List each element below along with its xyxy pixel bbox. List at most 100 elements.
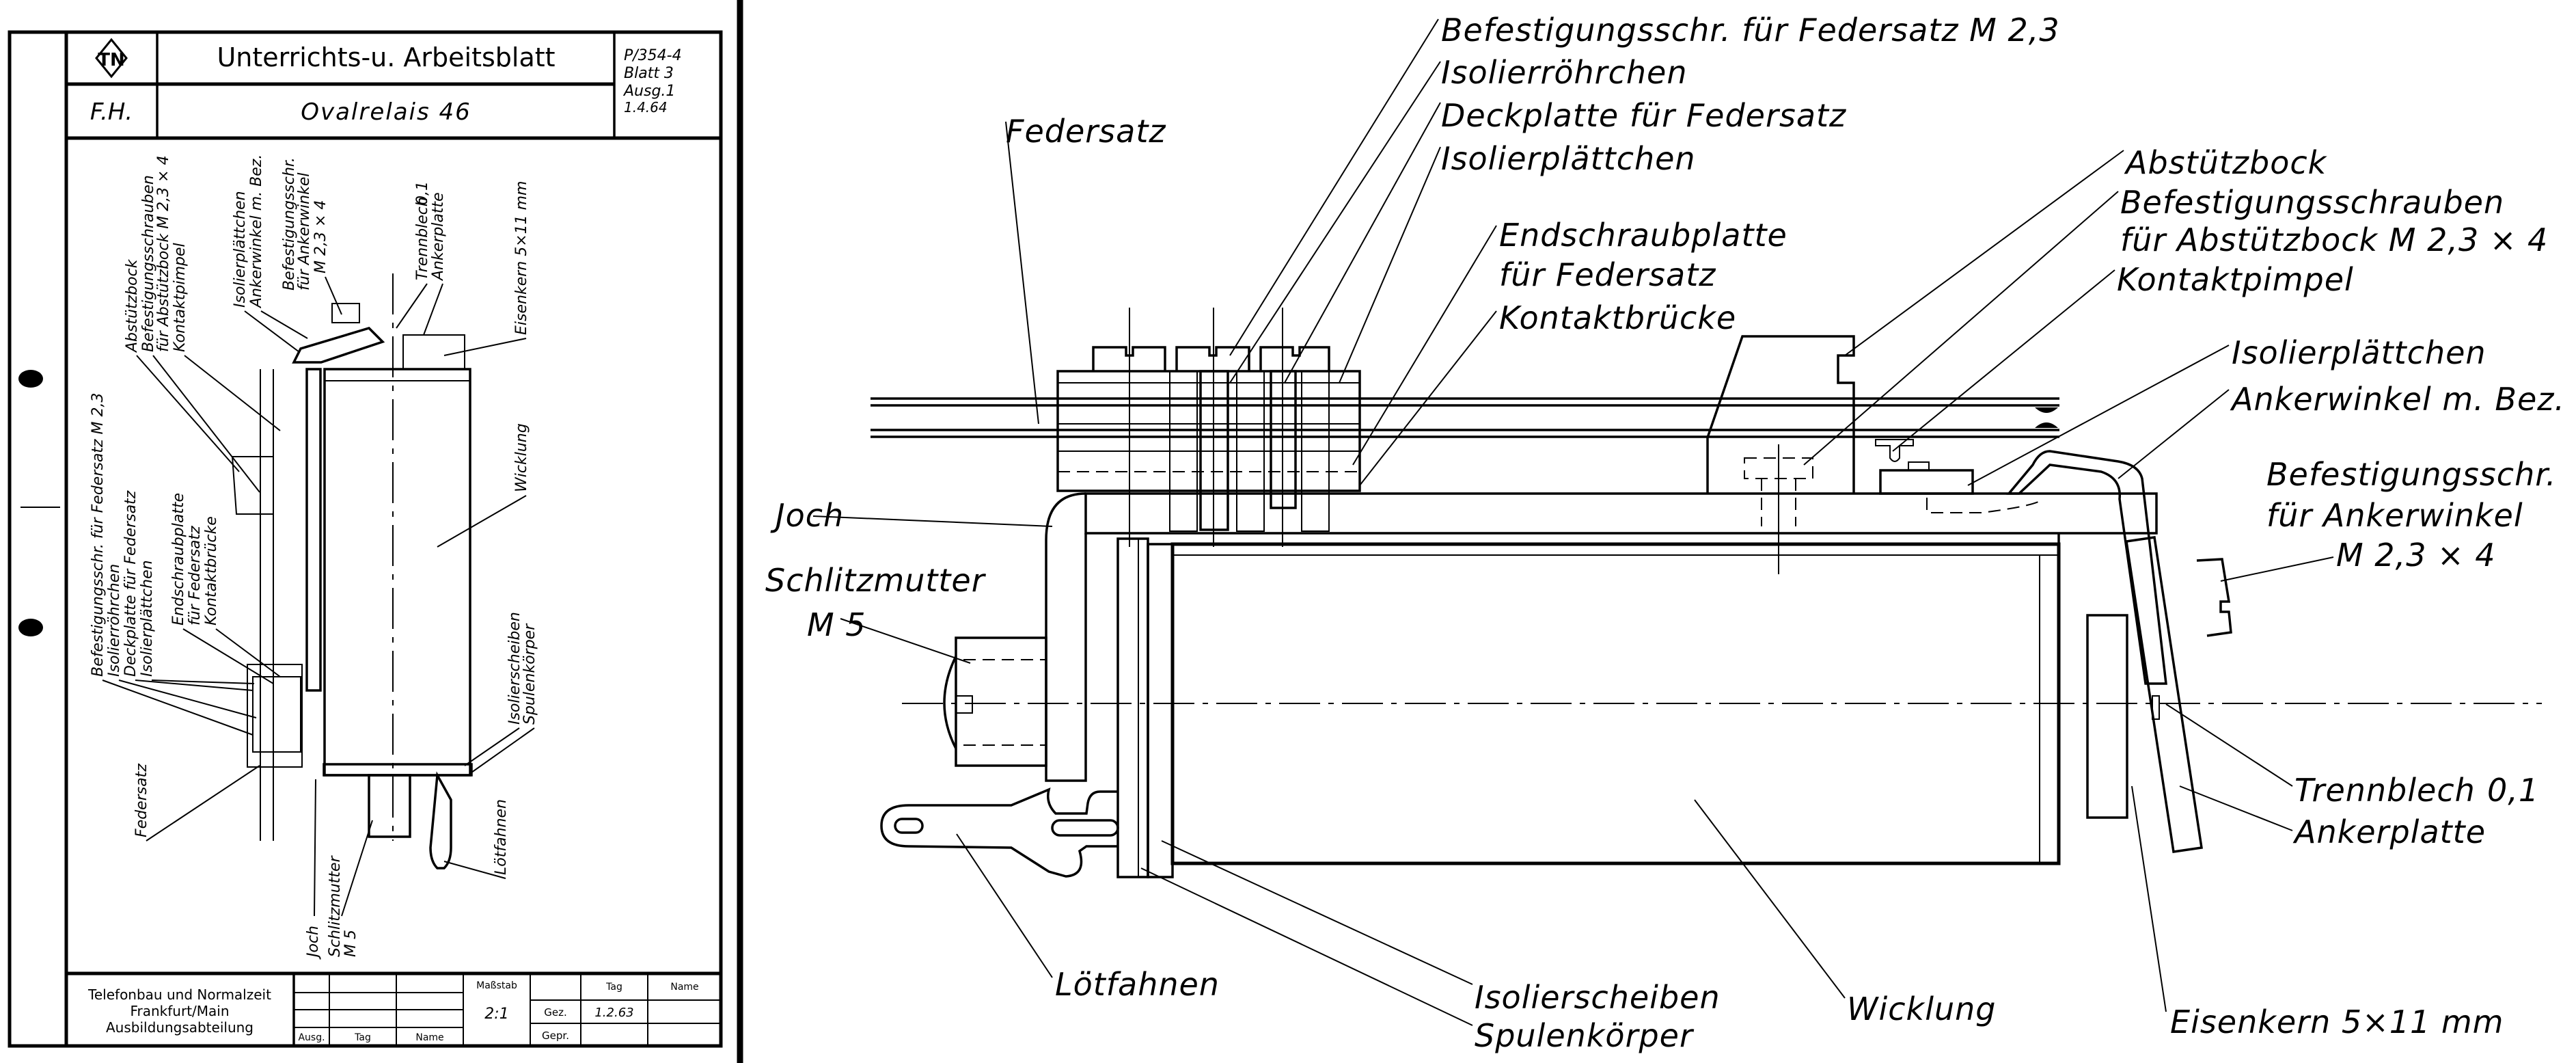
label-small-federsatz: Federsatz [133,764,150,837]
label-kontaktpimpel: Kontaktpimpel [2117,261,2354,298]
label-befestigungsschrauben-2: für Abstützbock M 2,3 × 4 [2120,221,2548,258]
scale-value: 2:1 [484,1006,508,1023]
label-joch: Joch [770,497,844,534]
label-small-befestigungsschr-federsatz: Befestigungsschr. für Federsatz M 2,3 [90,393,107,677]
drawn-date: 1.2.63 [594,1006,633,1020]
label-schlitzmutter-2: M 5 [807,606,866,643]
separating-sheet [2152,695,2160,720]
label-small-befestigungsschr-anker-3: M 2,3 × 4 [312,200,329,273]
label-small-schlitzmutter: Schlitzmutter [327,855,344,957]
label-small-befestigungsschr-anker-2: für Ankerwinkel [296,173,313,291]
footer-title-block: Telefonbau und Normalzeit Frankfurt/Main… [66,971,721,1046]
support-bracket [1706,335,1855,494]
company-name: Telefonbau und Normalzeit [87,986,271,1003]
subject-title: Ovalrelais 46 [301,98,471,126]
approval-header-date: Tag [605,982,622,993]
edition-date: 1.4.64 [624,99,668,116]
solder-lug [880,788,1119,878]
sheet-title: Unterrichts-u. Arbeitsblatt [217,42,555,72]
armature-bracket-screw [2196,558,2232,637]
sheet-number: Blatt 3 [624,65,674,82]
label-small-kontaktbruecke: Kontaktbrücke [203,516,220,625]
label-small-joch: Joch [305,926,322,960]
label-small-befestigungsschrauben-2: für Abstützbock M 2,3 × 4 [155,155,172,352]
label-small-trennblech: Trennblech [414,197,431,280]
label-small-endschraubplatte: Endschraubplatte [170,493,187,625]
small-drawing-labels: Befestigungsschr. für Federsatz M 2,3 Is… [90,154,538,960]
label-befestigungsschr-federsatz: Befestigungsschr. für Federsatz M 2,3 [1441,12,2060,49]
label-small-wicklung: Wicklung [513,423,530,492]
label-ankerplatte: Ankerplatte [2292,813,2486,850]
label-befestigungsschrauben: Befestigungsschrauben [2120,184,2504,221]
label-small-ankerplatte: Ankerplatte [430,192,447,282]
label-befestigungsschr-anker-2: für Ankerwinkel [2266,497,2523,534]
label-small-befestigungsschrauben: Befestigungsschrauben [140,175,157,352]
label-isolierplaettchen-2: Isolierplättchen [2232,334,2486,371]
label-small-trennblech-value: 0,1 [414,181,431,205]
tn-logo-icon: TN [95,38,128,79]
edition: Ausg.1 [622,83,675,100]
scale-label: Maßstab [476,980,517,991]
label-small-schlitzmutter-2: M 5 [342,930,359,957]
label-eisenkern: Eisenkern 5×11 mm [2170,1004,2504,1040]
relay-drawing-large [871,308,2542,878]
label-small-loetfahnen: Lötfahnen [493,799,510,875]
label-isolierroehrchen: Isolierröhrchen [1441,54,1687,91]
leader-lines [812,18,2334,1026]
label-kontaktbruecke: Kontaktbrücke [1499,299,1736,336]
label-small-isolierroehrchen: Isolierröhrchen [106,564,123,677]
label-small-deckplatte: Deckplatte für Federsatz [122,490,139,677]
support-screw [1744,444,1813,574]
label-small-eisenkern: Eisenkern 5×11 mm [513,181,530,336]
spring-set [1056,308,1361,547]
label-isolierscheiben: Isolierscheiben [1475,979,1721,1016]
label-abstuetzbock: Abstützbock [2124,144,2328,181]
coil [1116,533,2061,878]
doc-number: P/354-4 [624,47,682,64]
label-schlitzmutter: Schlitzmutter [765,562,987,599]
armature-plate [2125,536,2203,853]
label-small-isolierplaettchen: Isolierplättchen [139,560,156,677]
iron-core [2086,614,2128,819]
label-loetfahnen: Lötfahnen [1055,966,1220,1003]
label-befestigungsschr-anker: Befestigungsschr. [2266,456,2557,493]
punch-hole-icon [18,370,43,388]
contact-pimple [1875,439,1914,462]
label-trennblech-value: 0,1 [2487,772,2539,809]
header-block: TN Unterrichts-u. Arbeitsblatt F.H. Oval… [66,30,721,140]
label-small-befestigungsschr-anker: Befestigungsschr. [281,157,298,291]
label-spulenkoerper: Spulenkörper [1475,1017,1695,1054]
revision-header-edition: Ausg. [298,1032,325,1043]
approval-header-name: Name [670,982,698,993]
label-small-spulenkoerper: Spulenkörper [521,623,538,725]
punch-hole-icon [18,619,43,636]
label-befestigungsschr-anker-3: M 2,3 × 4 [2336,537,2496,574]
worksheet-frame [8,0,743,1063]
label-ankerwinkel: Ankerwinkel m. Bez. [2230,381,2565,418]
label-deckplatte: Deckplatte für Federsatz [1441,97,1846,134]
drawn-label: Gez. [544,1006,567,1019]
contact-springs [871,397,2059,438]
label-isolierplaettchen-1: Isolierplättchen [1441,140,1696,177]
label-endschraubplatte: Endschraubplatte [1499,217,1787,254]
yoke [1045,492,2158,782]
label-trennblech: Trennblech [2294,772,2476,809]
label-small-abstuetzbock: Abstützbock [124,258,141,353]
revision-header-name: Name [415,1032,443,1043]
label-federsatz: Federsatz [1006,113,1166,150]
outer-frame [8,30,723,1048]
label-small-ankerwinkel: Ankerwinkel m. Bez. [248,154,265,309]
armature-bracket [2006,450,2167,685]
author-initials: F.H. [90,98,133,126]
revision-header-date: Tag [354,1032,371,1043]
svg-text:TN: TN [98,50,125,70]
label-small-isolierplaettchen-2: Isolierplättchen [232,191,249,308]
checked-label: Gepr. [542,1030,569,1042]
coil-body-small [323,368,471,777]
relay-drawing-small [231,273,473,870]
label-wicklung: Wicklung [1847,991,1996,1027]
label-small-endschraubplatte-2: für Federsatz [187,526,204,625]
label-endschraubplatte-2: für Federsatz [1499,256,1716,293]
company-city: Frankfurt/Main [130,1003,229,1019]
